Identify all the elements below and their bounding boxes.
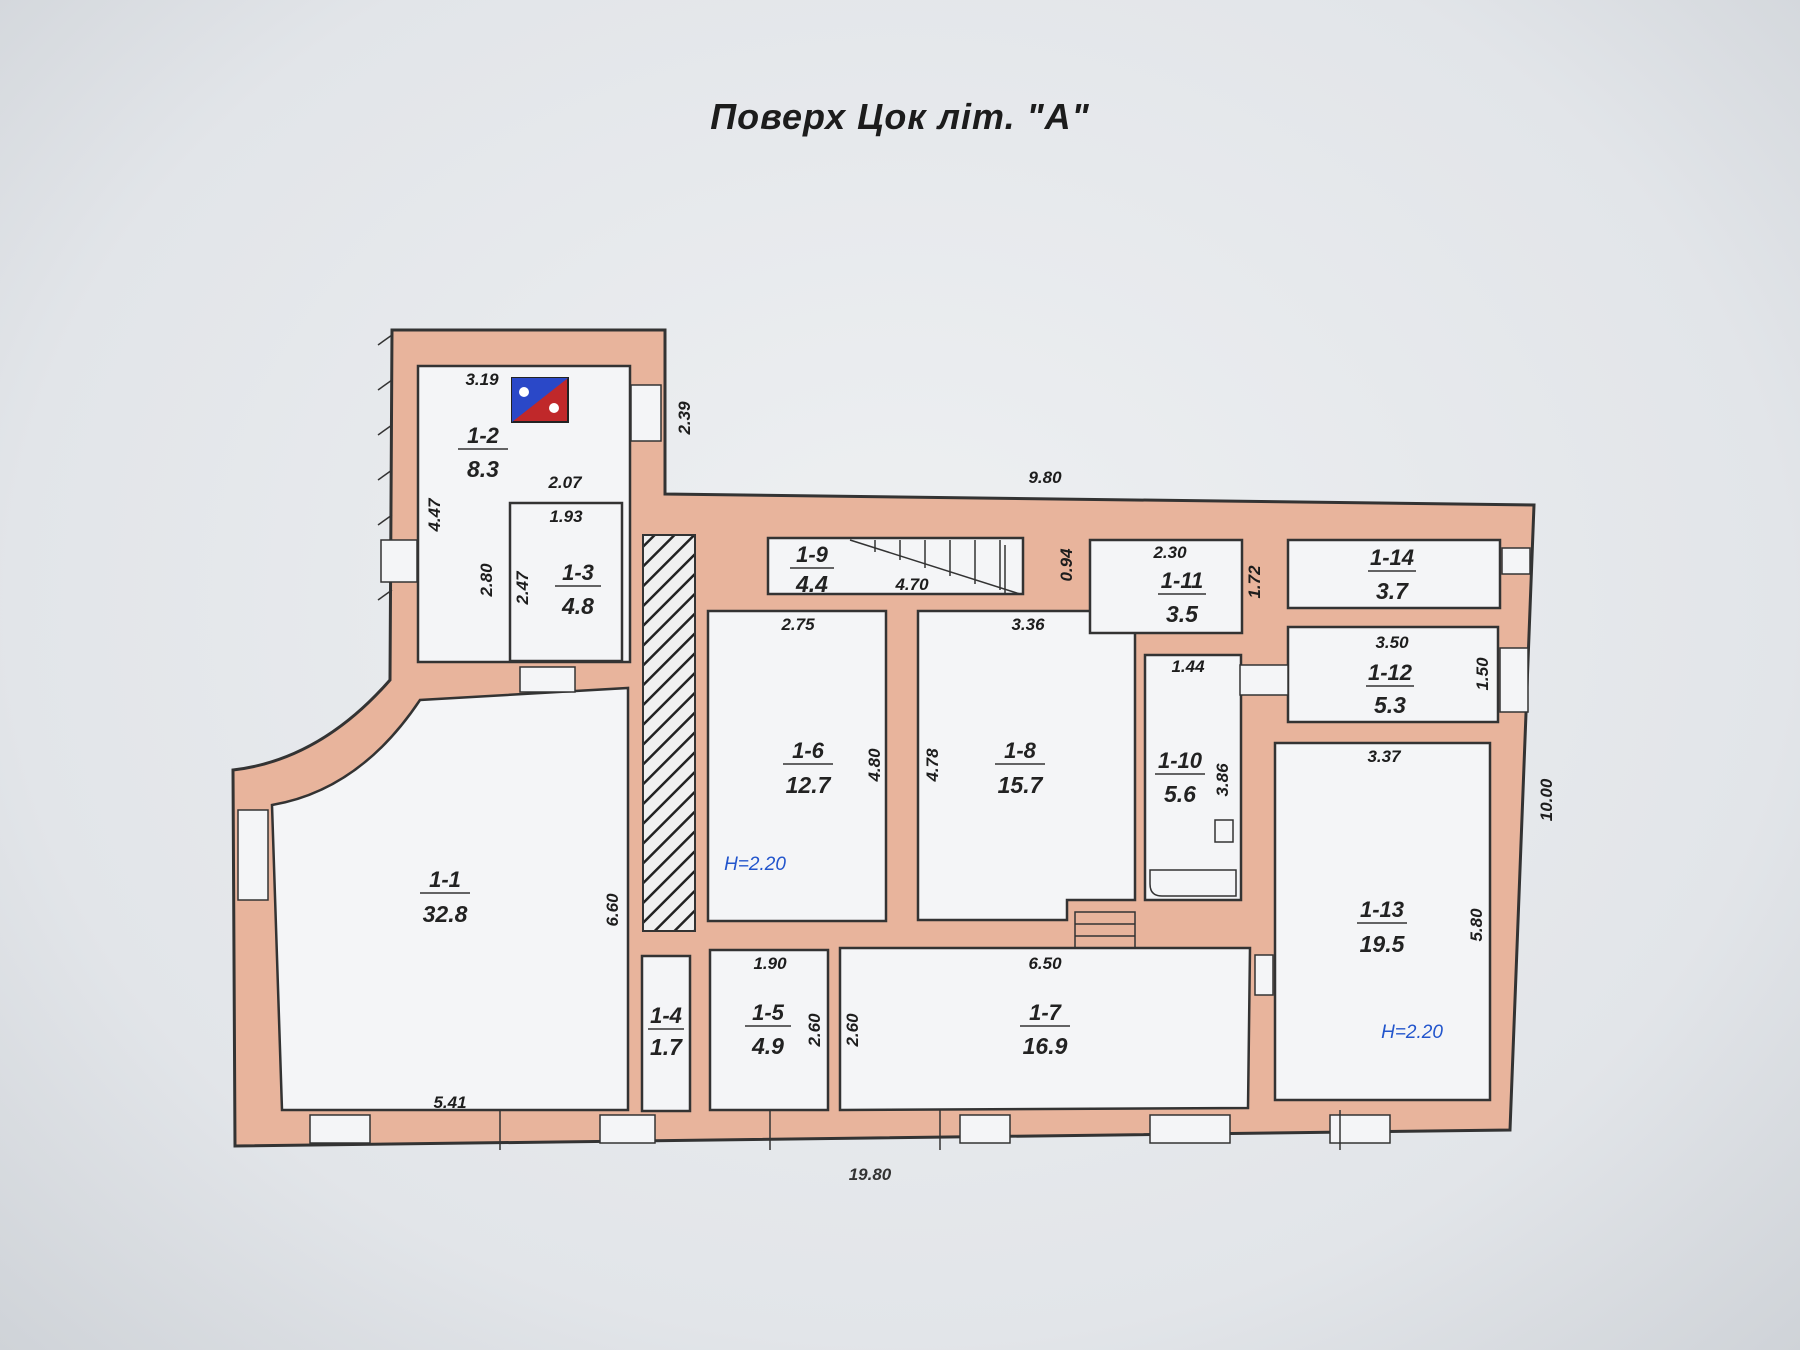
- svg-text:19.5: 19.5: [1360, 931, 1406, 957]
- svg-text:15.7: 15.7: [998, 772, 1044, 798]
- svg-text:3.7: 3.7: [1376, 578, 1409, 604]
- dim-label: 2.30: [1152, 543, 1187, 562]
- svg-text:1-7: 1-7: [1029, 1000, 1063, 1025]
- room-labels: 1-132.8 1-28.3 1-34.8 1-41.7 1-54.9 1-61…: [420, 423, 1416, 1060]
- steps: [1074, 911, 1136, 949]
- svg-text:1-12: 1-12: [1368, 660, 1413, 685]
- dim-label: 2.80: [477, 563, 496, 598]
- label-room-1-5: 1-54.9: [745, 1000, 791, 1059]
- dim-label: 2.39: [675, 401, 694, 436]
- height-label: H=2.20: [1381, 1022, 1443, 1043]
- room-1-12: [1286, 625, 1500, 724]
- label-room-1-6: 1-6 12.7: [783, 738, 833, 798]
- svg-text:16.9: 16.9: [1023, 1033, 1068, 1059]
- dim-label: 4.78: [923, 748, 942, 783]
- hatched-wall: [642, 534, 696, 932]
- svg-text:12.7: 12.7: [786, 772, 832, 798]
- svg-text:1-9: 1-9: [796, 542, 829, 567]
- label-room-1-13: 1-13 19.5: [1357, 897, 1407, 957]
- dim-label: 4.47: [425, 497, 444, 533]
- label-room-1-8: 1-8 15.7: [995, 738, 1045, 798]
- label-room-1-3: 1-34.8: [555, 560, 601, 619]
- dim-label: 1.50: [1473, 657, 1492, 691]
- label-room-1-2: 1-28.3: [458, 423, 508, 482]
- svg-text:4.9: 4.9: [751, 1033, 784, 1059]
- svg-text:5.3: 5.3: [1374, 692, 1406, 718]
- room-1-4: [640, 954, 692, 1113]
- svg-text:5.6: 5.6: [1164, 781, 1196, 807]
- room-1-10: [1143, 653, 1243, 902]
- label-room-1-14: 1-14 3.7: [1368, 545, 1416, 604]
- dim-label: 3.50: [1375, 633, 1409, 652]
- bathtub: [1149, 869, 1237, 897]
- meter-icon: [511, 377, 569, 423]
- dim-label: 5.41: [433, 1093, 466, 1112]
- dim-label: 1.90: [753, 954, 787, 973]
- svg-text:1-5: 1-5: [752, 1000, 785, 1025]
- stairs: [849, 539, 1021, 595]
- dim-label: 5.80: [1467, 908, 1486, 942]
- dim-label: 4.70: [894, 575, 929, 594]
- dim-label: 2.75: [780, 615, 815, 634]
- height-label: H=2.20: [724, 854, 786, 875]
- svg-text:1-14: 1-14: [1370, 545, 1414, 570]
- dim-label: 19.80: [849, 1165, 892, 1184]
- label-room-1-11: 1-11 3.5: [1158, 568, 1206, 627]
- svg-text:4.8: 4.8: [561, 593, 594, 619]
- dim-label: 9.80: [1028, 468, 1062, 487]
- dimension-labels: 3.19 4.47 2.07 2.39 1.93 2.80 2.47 9.80 …: [425, 370, 1556, 1184]
- label-room-1-1: 1-1 32.8: [420, 867, 470, 927]
- dim-label: 1.93: [549, 507, 583, 526]
- height-labels: H=2.20 H=2.20: [724, 854, 1443, 1043]
- label-room-1-9: 1-94.4: [790, 542, 834, 597]
- svg-text:8.3: 8.3: [467, 456, 499, 482]
- rooms: [270, 364, 1502, 1113]
- label-room-1-10: 1-10 5.6: [1155, 748, 1205, 807]
- dim-label: 2.60: [843, 1013, 862, 1048]
- dim-label: 2.60: [805, 1013, 824, 1048]
- svg-text:1-13: 1-13: [1360, 897, 1404, 922]
- windows: [237, 384, 1531, 1144]
- svg-text:1-6: 1-6: [792, 738, 825, 763]
- dim-label: 10.00: [1537, 778, 1556, 821]
- sink: [1214, 819, 1234, 843]
- dim-label: 0.94: [1057, 548, 1076, 582]
- dim-label: 1.44: [1171, 657, 1205, 676]
- wall-ticks: [377, 334, 1341, 1150]
- svg-text:1-11: 1-11: [1161, 568, 1203, 593]
- room-1-6: [706, 609, 888, 923]
- svg-text:1-2: 1-2: [467, 423, 500, 448]
- dim-label: 2.07: [547, 473, 583, 492]
- dim-label: 2.47: [513, 570, 532, 606]
- svg-text:1-8: 1-8: [1004, 738, 1037, 763]
- dim-label: 3.19: [465, 370, 499, 389]
- svg-text:1-1: 1-1: [429, 867, 461, 892]
- dim-label: 3.36: [1011, 615, 1045, 634]
- svg-text:4.4: 4.4: [795, 571, 828, 597]
- room-1-11: [1088, 538, 1244, 635]
- plan-title: Поверх Цок літ. "А": [710, 96, 1090, 137]
- svg-text:32.8: 32.8: [423, 901, 468, 927]
- svg-text:1-3: 1-3: [562, 560, 594, 585]
- room-1-3: [508, 501, 624, 663]
- label-room-1-7: 1-7 16.9: [1020, 1000, 1070, 1059]
- room-1-9: [766, 536, 1025, 596]
- label-room-1-12: 1-12 5.3: [1366, 660, 1414, 718]
- dim-label: 3.37: [1367, 747, 1402, 766]
- svg-text:3.5: 3.5: [1166, 601, 1199, 627]
- room-1-5: [708, 948, 830, 1112]
- dim-label: 1.72: [1245, 565, 1264, 599]
- room-1-8: [916, 609, 1137, 922]
- dim-label: 6.50: [1028, 954, 1062, 973]
- label-room-1-4: 1-41.7: [648, 1003, 684, 1060]
- dim-label: 6.60: [603, 893, 622, 927]
- svg-text:1-10: 1-10: [1158, 748, 1203, 773]
- svg-text:1-4: 1-4: [650, 1003, 682, 1028]
- room-1-14: [1286, 538, 1502, 610]
- svg-text:1.7: 1.7: [650, 1034, 683, 1060]
- dim-label: 3.86: [1213, 763, 1232, 797]
- dim-label: 4.80: [865, 748, 884, 783]
- room-1-13: [1273, 741, 1492, 1102]
